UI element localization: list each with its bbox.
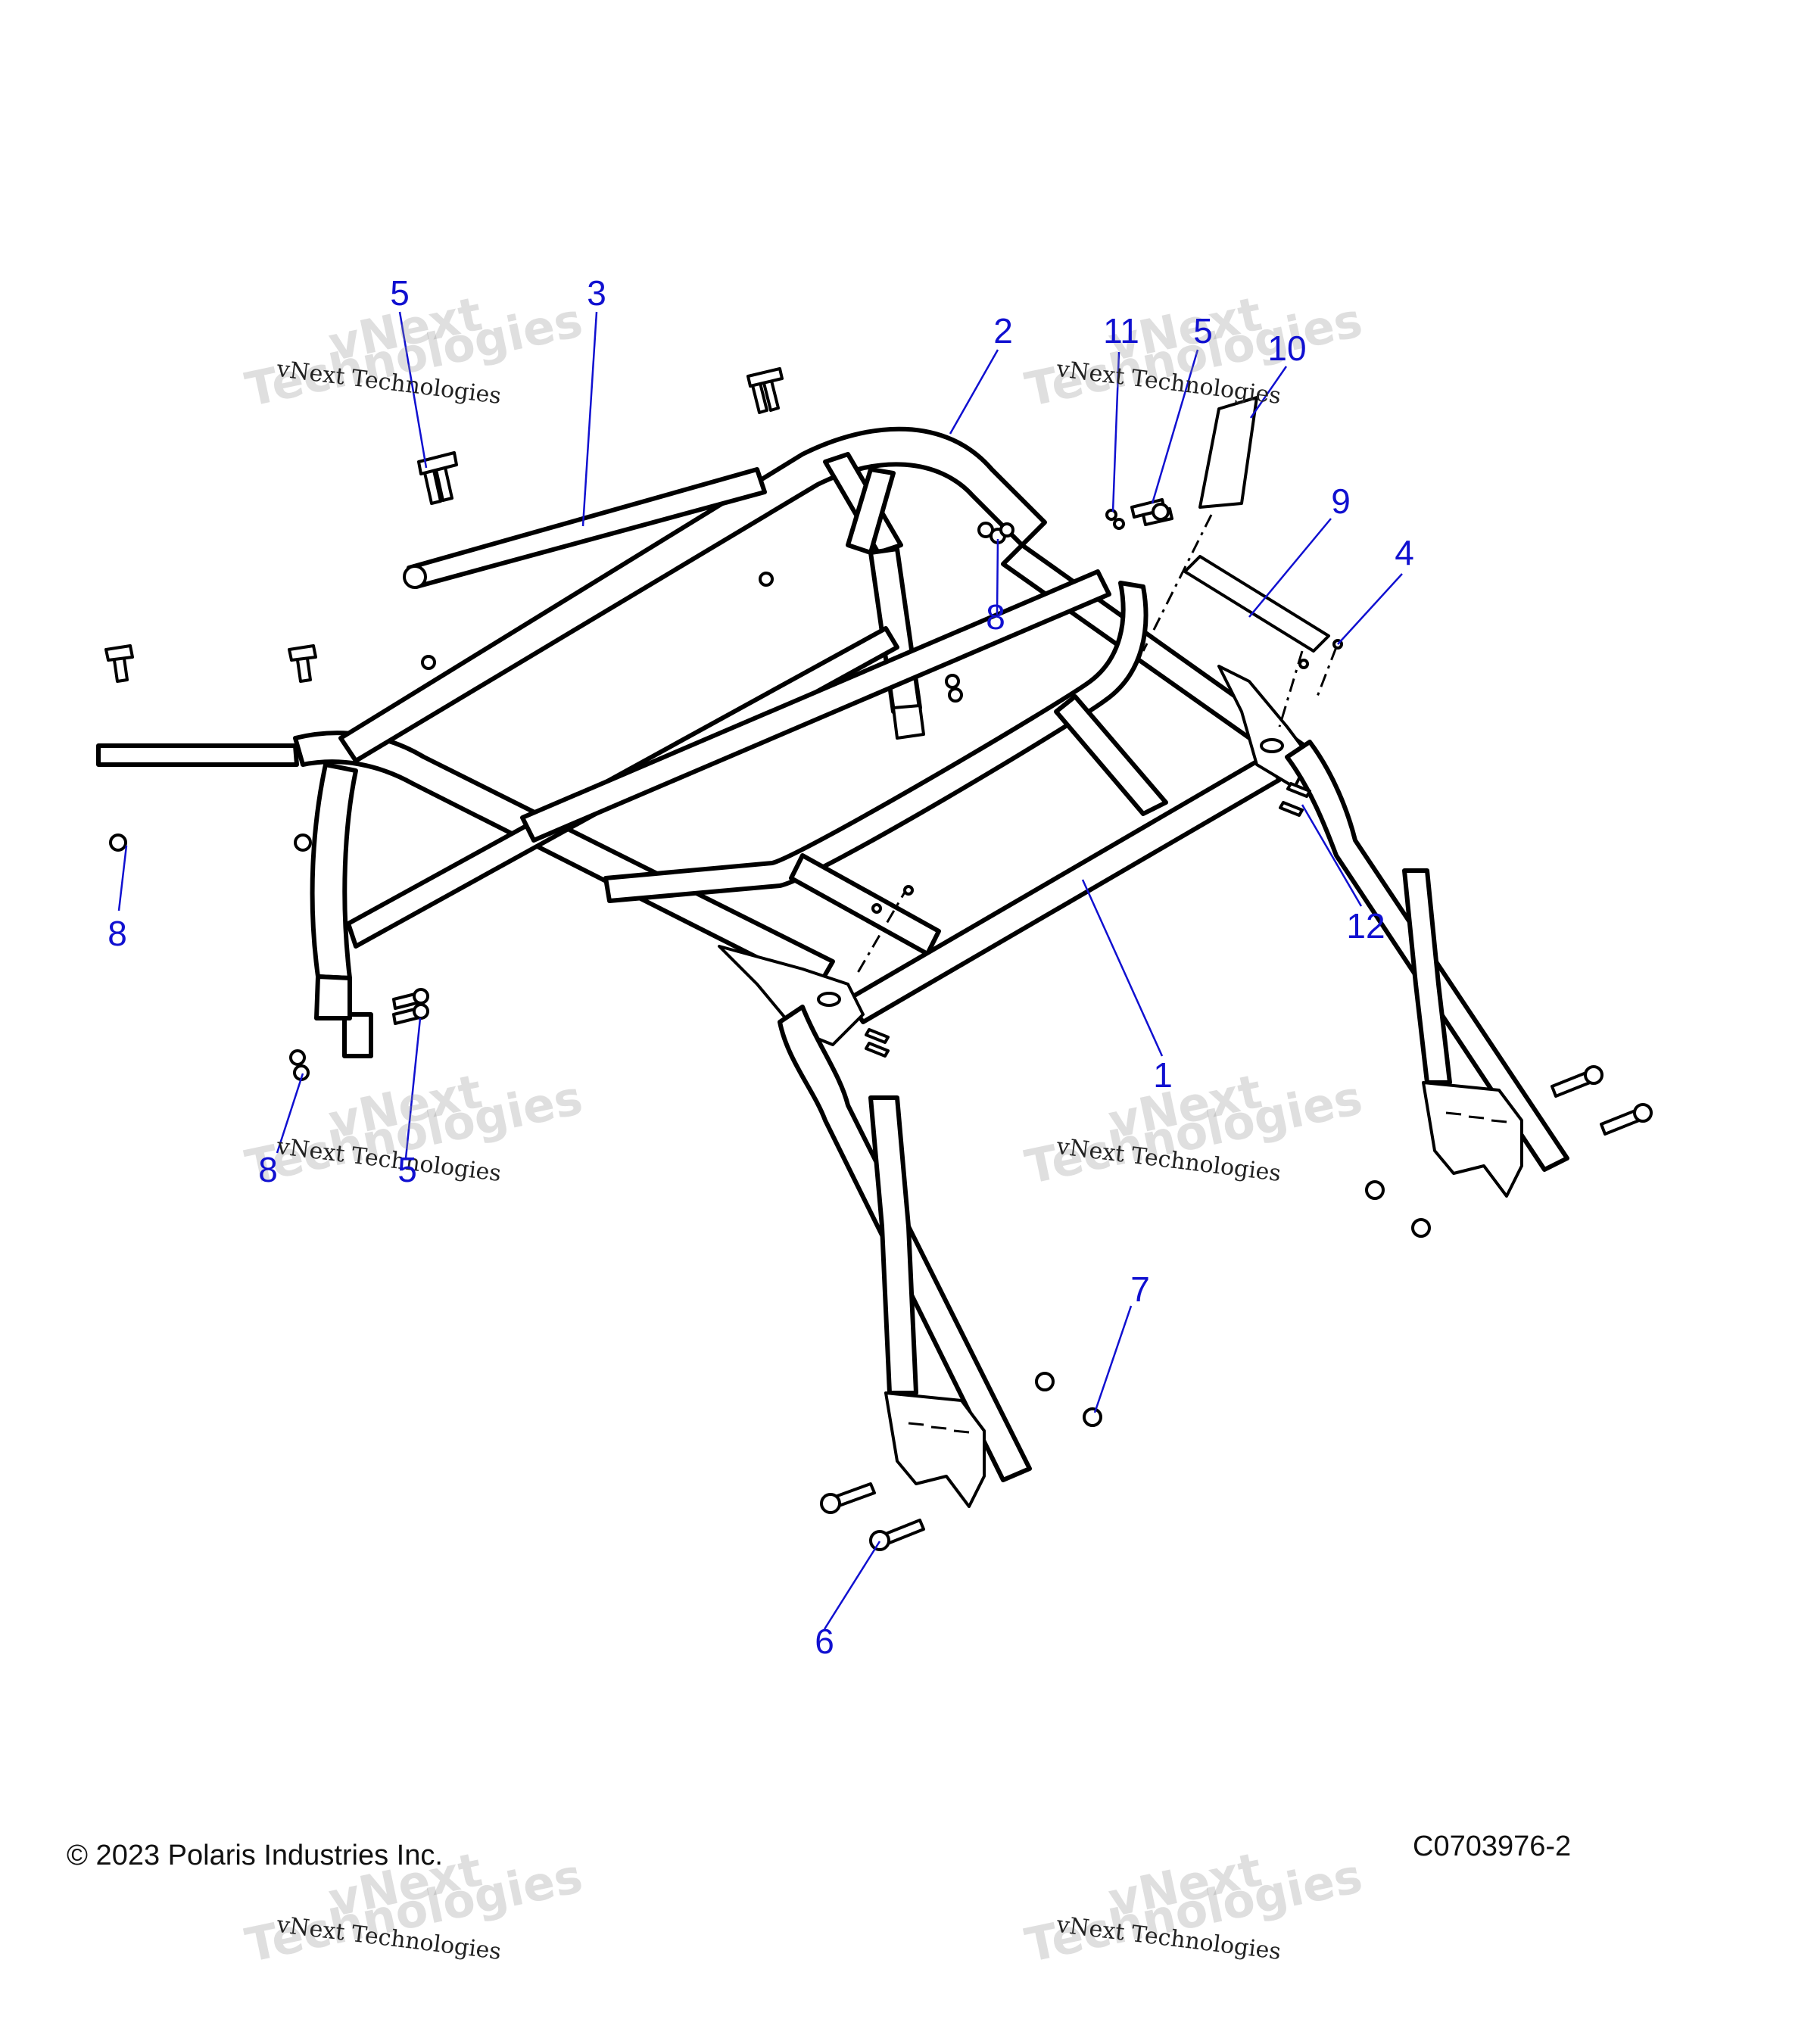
leader-10 <box>1249 366 1288 419</box>
bolt-pair-5-right <box>1130 498 1173 526</box>
panel-10 <box>1198 396 1258 509</box>
leader-6 <box>823 1541 881 1630</box>
leader-5a <box>398 311 428 469</box>
nut-8-upper-c <box>999 522 1014 537</box>
leader-3 <box>581 311 598 527</box>
bolt-right-b <box>1600 1103 1653 1136</box>
bolt-pair-top <box>746 367 784 414</box>
alignment-line-10 <box>1142 514 1213 652</box>
callout-11: 11 <box>1103 311 1139 351</box>
callout-1: 1 <box>1153 1055 1173 1095</box>
callout-8-lower: 8 <box>258 1150 278 1189</box>
callout-8-left: 8 <box>108 914 127 953</box>
rear-left-leg <box>310 762 373 1058</box>
leader-11 <box>1111 351 1120 513</box>
clip-12 <box>1279 782 1311 817</box>
callout-5-top-left: 5 <box>390 273 410 313</box>
front-right-a-pillar <box>1285 740 1569 1172</box>
callout-9: 9 <box>1331 481 1351 521</box>
leader-8a <box>117 845 128 911</box>
callout-7: 7 <box>1130 1270 1150 1309</box>
callout-5-top-right: 5 <box>1193 311 1213 351</box>
bolt-right-a <box>1551 1065 1604 1098</box>
nut-8-lower-a <box>289 1049 306 1066</box>
bolt-pair-5-lower <box>392 988 429 1025</box>
screw-center-b <box>903 885 914 896</box>
center-floor-frame <box>520 569 1282 1024</box>
nut-7-b <box>1083 1407 1102 1427</box>
bolt-front-left-a <box>820 1482 876 1514</box>
bolt-left-1 <box>104 644 134 683</box>
leader-8c <box>276 1073 304 1154</box>
leader-5b <box>1151 349 1199 504</box>
leader-2 <box>949 349 999 435</box>
panel-9 <box>1183 555 1330 653</box>
alignment-line-9 <box>1278 650 1304 728</box>
nut-11-a <box>1105 509 1117 521</box>
alignment-line-front <box>854 885 910 977</box>
rear-brace-part-3 <box>403 467 767 589</box>
nut-center-b <box>945 674 960 689</box>
leader-4 <box>1337 573 1403 645</box>
copyright-text: © 2023 Polaris Industries Inc. <box>67 1840 443 1871</box>
nut-8-left <box>109 833 127 852</box>
top-left-rail <box>96 731 835 990</box>
leader-5c <box>404 1017 422 1159</box>
front-left-foot-plate <box>884 1391 986 1508</box>
nut-7-a <box>1035 1372 1055 1391</box>
callout-4: 4 <box>1395 533 1414 572</box>
callout-2: 2 <box>993 311 1013 351</box>
callout-6: 6 <box>815 1622 834 1661</box>
screw-center-a <box>871 903 882 914</box>
bolt-6 <box>869 1519 925 1551</box>
leader-8b <box>996 538 999 615</box>
callout-10: 10 <box>1267 329 1307 368</box>
callout-5-lower: 5 <box>397 1150 417 1189</box>
bolt-pair-top-left <box>417 451 458 505</box>
nut-11-b <box>1113 518 1125 530</box>
nut-center-c <box>948 687 963 703</box>
leader-12 <box>1301 804 1363 907</box>
bolt-left-2 <box>288 644 317 683</box>
callout-12: 12 <box>1346 906 1385 946</box>
nut-right-a <box>1365 1180 1385 1200</box>
nut-left-2 <box>294 833 312 852</box>
figure-code: C0703976-2 <box>1413 1831 1572 1862</box>
nut-left-rail <box>421 655 436 670</box>
front-left-gusset <box>718 945 865 1046</box>
leader-7 <box>1093 1305 1133 1413</box>
front-left-a-pillar <box>778 1005 1032 1482</box>
leader-1 <box>1081 879 1164 1057</box>
clip-front-left <box>865 1028 890 1058</box>
alignment-line-4 <box>1316 647 1338 697</box>
screw-right <box>1298 659 1309 669</box>
leader-9 <box>1248 518 1332 618</box>
callout-8-top: 8 <box>986 597 1005 637</box>
front-right-foot-plate <box>1422 1081 1523 1198</box>
nut-right-b <box>1411 1218 1431 1238</box>
nut-center-a <box>759 572 774 587</box>
callout-3: 3 <box>587 273 606 313</box>
